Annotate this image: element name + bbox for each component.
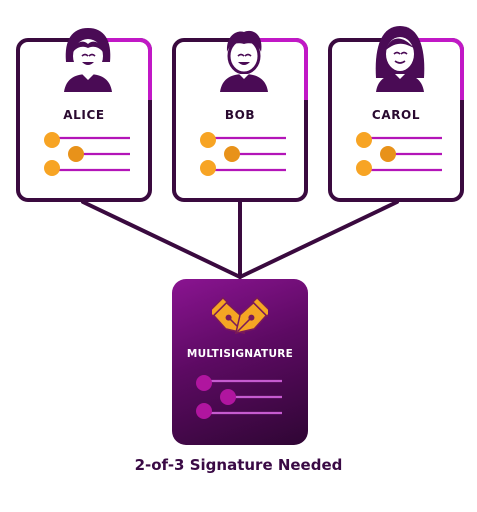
signer-card-carol: CAROL [328, 26, 464, 202]
signer-card-bob: BOB [172, 30, 308, 202]
woman-long-hair-avatar-icon [375, 26, 425, 92]
card-accent-corner [246, 38, 308, 100]
signer-name: ALICE [63, 108, 105, 122]
signer-name: CAROL [371, 108, 421, 122]
signer-details-list [356, 132, 442, 176]
multisignature-card: MULTISIGNATURE [172, 279, 308, 445]
man-avatar-icon [220, 30, 268, 92]
multisignature-details-list [196, 375, 282, 419]
signer-details-list [200, 132, 286, 176]
signer-details-list [44, 132, 130, 176]
signer-name: BOB [224, 108, 256, 122]
card-accent-corner [90, 38, 152, 100]
card-accent-corner [402, 38, 464, 100]
fountain-pen-icon [212, 296, 268, 335]
woman-avatar-icon [64, 28, 112, 92]
signer-card-alice: ALICE [16, 28, 152, 202]
multisignature-title: MULTISIGNATURE [186, 348, 294, 360]
diagram-caption: 2-of-3 Signature Needed [134, 456, 343, 474]
